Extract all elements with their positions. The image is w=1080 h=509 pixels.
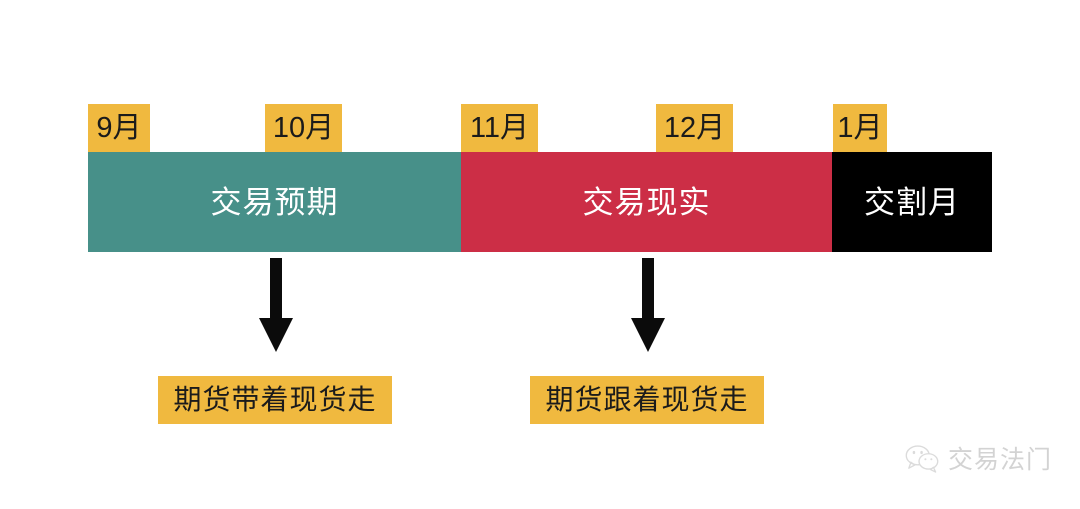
callout-label: 期货跟着现货走 (545, 384, 749, 415)
callout-futures-follows-spot: 期货跟着现货走 (530, 376, 764, 424)
arrow-head (259, 318, 293, 352)
timeline-segment-trading-expectation: 交易预期 (88, 152, 461, 252)
timeline-segment-label: 交易预期 (210, 184, 339, 220)
month-chip-september: 9月 (88, 104, 150, 152)
timeline-segment-trading-reality: 交易现实 (461, 152, 832, 252)
arrow-shaft (270, 258, 282, 322)
wechat-bubble-icon (905, 443, 939, 473)
down-arrow-icon-expectation (259, 258, 293, 352)
month-chip-label: 12月 (663, 111, 726, 144)
month-chip-label: 10月 (272, 111, 335, 144)
timeline-bar: 交易预期 交易现实 交割月 (88, 152, 992, 252)
timeline-segment-delivery-month: 交割月 (832, 152, 992, 252)
timeline-segment-label: 交割月 (864, 184, 960, 220)
callout-futures-leads-spot: 期货带着现货走 (158, 376, 392, 424)
month-chip-november: 11月 (461, 104, 538, 152)
month-chip-label: 1月 (837, 111, 883, 144)
month-chip-label: 11月 (469, 111, 530, 144)
arrow-shaft (642, 258, 654, 322)
watermark: 交易法门 (905, 440, 1052, 476)
month-chip-october: 10月 (265, 104, 342, 152)
watermark-text: 交易法门 (948, 446, 1053, 474)
timeline-segment-label: 交易现实 (582, 184, 711, 220)
month-chip-january: 1月 (833, 104, 887, 152)
arrow-head (631, 318, 665, 352)
month-chip-label: 9月 (96, 111, 142, 144)
down-arrow-icon-reality (631, 258, 665, 352)
month-chip-december: 12月 (656, 104, 733, 152)
callout-label: 期货带着现货走 (173, 384, 377, 415)
